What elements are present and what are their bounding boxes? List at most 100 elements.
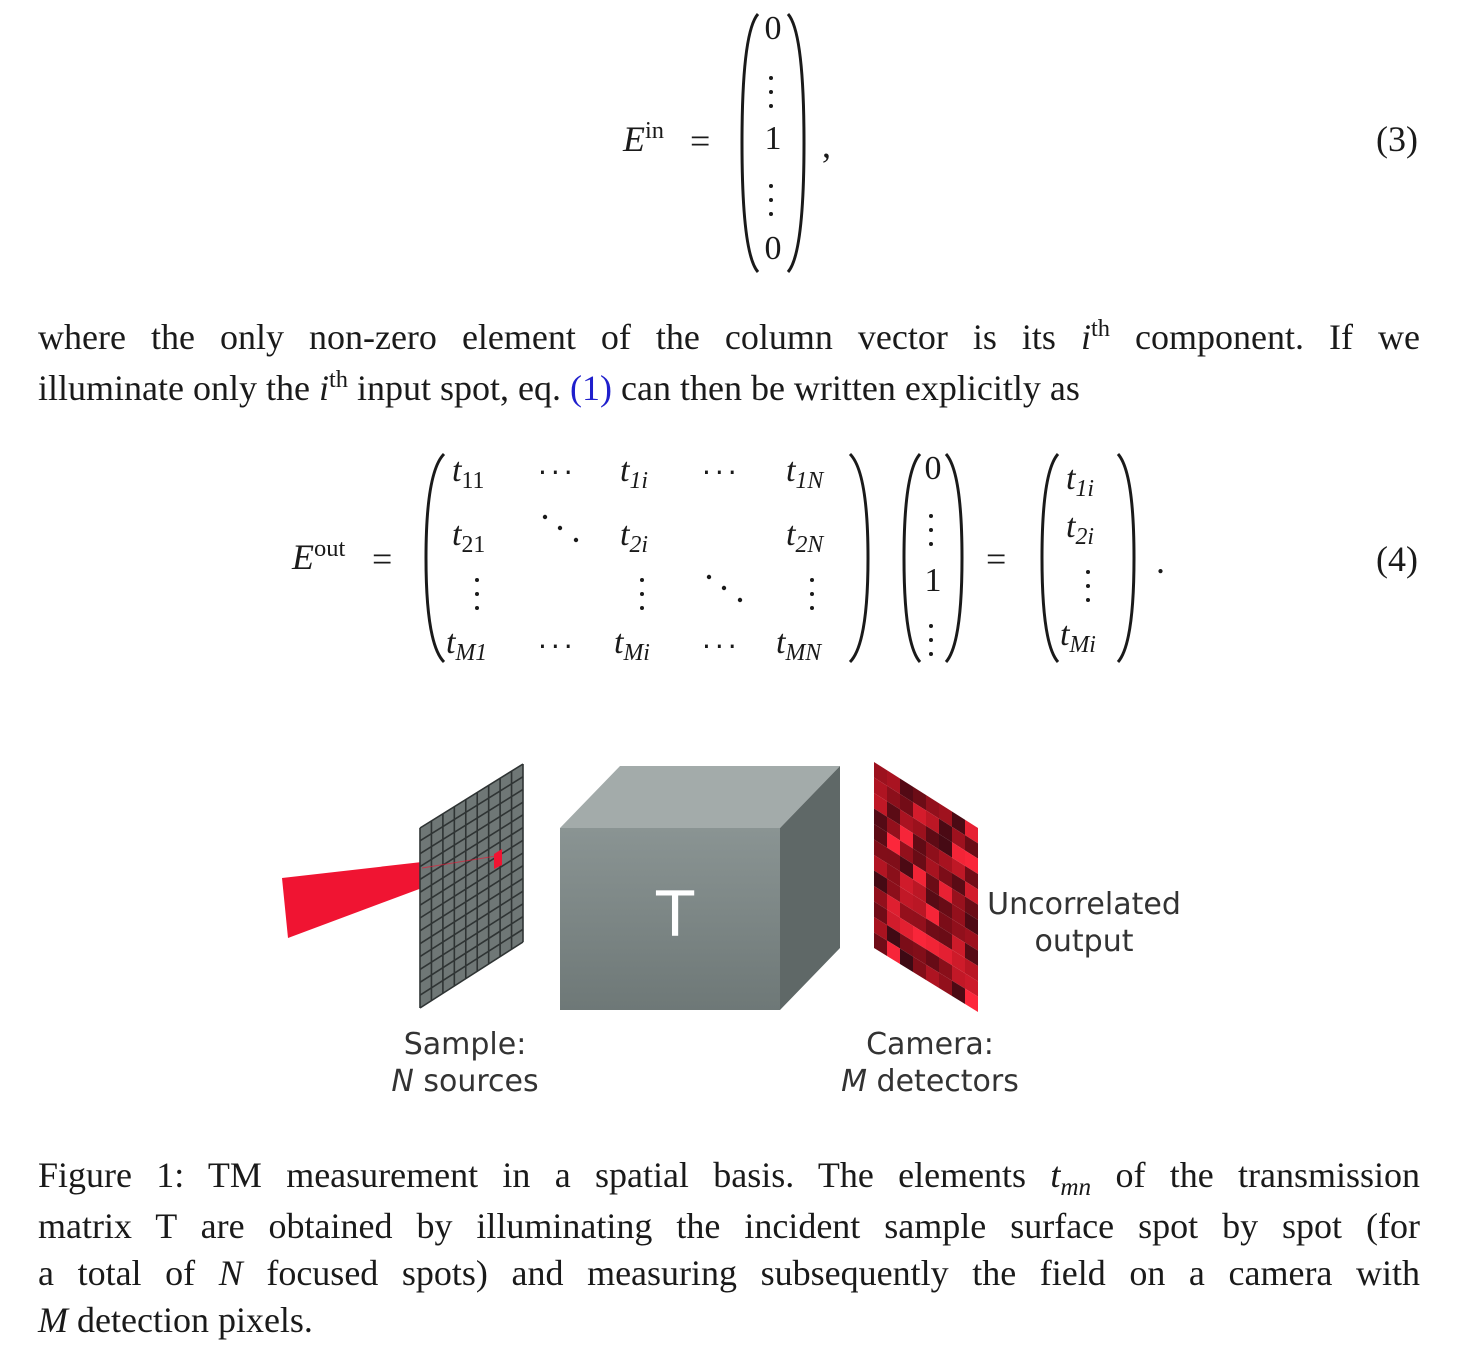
input-vec-right-paren [944, 453, 964, 663]
matrix-cell-r4c1: tM1 [446, 624, 488, 667]
sample-grid [419, 763, 524, 1009]
eq3-entry-4: 0 [764, 230, 782, 267]
eq4-equals-2: = [986, 539, 1007, 579]
hdots-r1a: ··· [538, 456, 577, 489]
speckle-cell [900, 809, 913, 834]
matrix-cell-r2c3: t2N [786, 516, 824, 559]
eq3-entry-0: 0 [764, 10, 782, 47]
speckle-cell [952, 888, 965, 912]
sample-label: Sample: N sources [370, 1026, 560, 1100]
body-paragraph: where the only non-zero element of the c… [38, 314, 1420, 416]
speckle-cell [887, 925, 900, 949]
p2-post: can then be written explicitly as [612, 368, 1080, 408]
sample-label-line-1: Sample: [403, 1027, 527, 1062]
speckle-cell [939, 941, 952, 966]
speckle-cell [939, 957, 952, 981]
speckle-cell [926, 918, 939, 942]
speckle-cell [965, 973, 978, 997]
camera-speckle [874, 762, 978, 1012]
speckle-cell [965, 850, 978, 874]
output-label: Uncorrelated output [984, 886, 1184, 960]
p2-mid: input spot, eq. [348, 368, 571, 408]
eq3-number: (3) [1376, 119, 1418, 159]
eq3-vdots-1 [769, 76, 775, 118]
matrix-cell-r2c2: t2i [620, 516, 648, 559]
speckle-cell [913, 863, 926, 888]
caption-line-2: matrix T are obtained by illuminating th… [38, 1206, 1420, 1246]
speckle-cell [900, 840, 913, 864]
speckle-cell [874, 777, 887, 802]
speckle-cell [887, 770, 900, 794]
speckle-cell [874, 762, 887, 786]
speckle-cell [913, 817, 926, 842]
speckle-cell [965, 927, 978, 951]
speckle-cell [939, 880, 952, 904]
speckle-cell [939, 803, 952, 827]
matrix-right-paren [848, 452, 870, 664]
camera-label-line-2: M detectors [841, 1064, 1019, 1099]
speckle-cell [900, 886, 913, 911]
speckle-cell [965, 896, 978, 920]
speckle-cell [887, 785, 900, 810]
matrix-cell-r4c3: tMN [776, 624, 822, 667]
speckle-cell [913, 879, 926, 903]
speckle-cell [874, 917, 887, 941]
speckle-cell [939, 818, 952, 843]
speckle-cell [965, 881, 978, 905]
output-label-line-1: Uncorrelated [987, 887, 1181, 922]
speckle-cell [939, 926, 952, 950]
speckle-cell [939, 911, 952, 935]
speckle-cell [952, 965, 965, 989]
caption-line-1: Figure 1: TM measurement in a spatial ba… [38, 1155, 1420, 1201]
output-vec-entry-4: tMi [1060, 616, 1096, 659]
speckle-cell [874, 932, 887, 956]
p2-sup: th [328, 365, 349, 393]
figure-illustration [282, 762, 978, 1012]
input-vec-left-paren [902, 453, 922, 663]
speckle-cell [965, 835, 978, 859]
speckle-cell [874, 824, 887, 848]
speckle-cell [952, 934, 965, 958]
speckle-cell [965, 957, 978, 982]
speckle-cell [874, 808, 887, 833]
eq3-right-paren [786, 13, 806, 273]
equation-reference-link[interactable]: (1) [570, 368, 612, 408]
paragraph-line-1: where the only non-zero element of the c… [38, 314, 1420, 365]
speckle-cell [952, 811, 965, 836]
speckle-cell [887, 847, 900, 872]
speckle-cell [913, 848, 926, 873]
caption-line-3: a total of N focused spots) and measurin… [38, 1253, 1420, 1293]
output-vec-left-paren [1040, 453, 1060, 663]
speckle-cell [913, 786, 926, 811]
speckle-cell [900, 917, 913, 942]
transmission-cube [560, 766, 840, 1010]
speckle-cell [926, 825, 939, 850]
p2-i: i [318, 368, 329, 408]
speckle-cell [926, 810, 939, 835]
hdots-r4b: ··· [702, 630, 741, 663]
hdots-r1b: ··· [702, 456, 741, 489]
speckle-cell [874, 886, 887, 910]
eq3-comma: , [822, 125, 831, 165]
speckle-cell [900, 902, 913, 926]
speckle-cell [900, 933, 913, 957]
speckle-cell [926, 933, 939, 958]
output-label-line-2: output [1034, 924, 1134, 959]
input-vec-vdots-1 [929, 514, 935, 556]
eq4-number: (4) [1376, 539, 1418, 579]
input-vec-entry-2: 1 [924, 562, 942, 599]
p1-pre: where the only non-zero element of the c… [38, 317, 1081, 357]
p2-pre: illuminate only the [38, 368, 319, 408]
speckle-cell [887, 863, 900, 887]
eq3-entry-2: 1 [764, 120, 782, 157]
p1-sup: th [1090, 314, 1111, 342]
speckle-cell [887, 801, 900, 825]
input-vec-vdots-3 [929, 624, 935, 666]
speckle-cell [926, 841, 939, 865]
speckle-cell [952, 873, 965, 897]
eq4-sup: out [314, 534, 346, 562]
camera-label: Camera: M detectors [830, 1026, 1030, 1100]
vdots-r3c3 [810, 578, 816, 620]
speckle-cell [926, 795, 939, 819]
speckle-cell [926, 949, 939, 973]
